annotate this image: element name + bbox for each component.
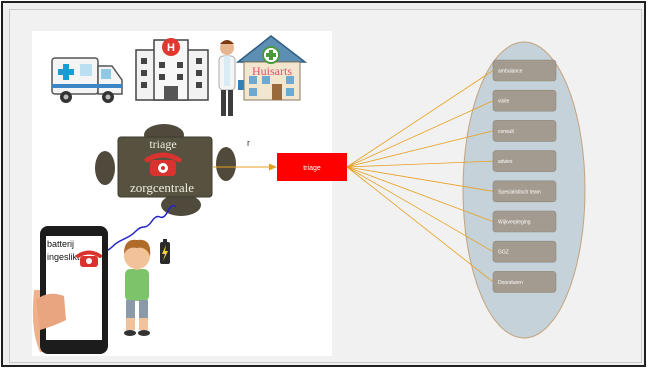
option-consult: consult bbox=[492, 120, 557, 142]
smartphone-in-hand: batterij ingeslikt bbox=[32, 226, 108, 354]
option-specialistisch-team: Specialistisch team bbox=[492, 180, 557, 203]
option-label: consult bbox=[498, 129, 514, 135]
telephone-icon bbox=[144, 152, 182, 176]
option-box bbox=[492, 59, 557, 82]
ambulance-icon bbox=[51, 57, 123, 103]
connectors bbox=[346, 70, 494, 283]
table-label-bottom: zorgcentrale bbox=[130, 180, 194, 195]
option-box bbox=[492, 210, 557, 233]
stray-mark: r bbox=[247, 138, 250, 148]
connector-line bbox=[346, 166, 494, 192]
option-doorsturen: Doorsturen bbox=[492, 271, 557, 293]
phone-text-line2: ingeslikt bbox=[47, 252, 80, 262]
option-label: Specialistisch team bbox=[498, 189, 541, 195]
triage-box-label: triage bbox=[303, 165, 321, 172]
doctor-icon bbox=[218, 40, 250, 116]
triage-box bbox=[277, 153, 347, 181]
option-box bbox=[492, 240, 557, 263]
option-label: Doorsturen bbox=[498, 280, 523, 286]
battery-icon bbox=[160, 239, 170, 264]
option-label: GGZ bbox=[498, 250, 509, 256]
option-ggz: GGZ bbox=[492, 240, 557, 263]
huisarts-house-icon: Huisarts bbox=[235, 35, 308, 101]
child-icon bbox=[124, 239, 151, 336]
option-box bbox=[492, 180, 557, 203]
hospital-icon: H bbox=[135, 38, 209, 101]
connector-line bbox=[346, 70, 494, 168]
connector-line bbox=[346, 160, 494, 168]
phone-text-line1: batterij bbox=[47, 239, 74, 249]
option-label: Wijkverpleging bbox=[498, 220, 531, 226]
connector-line bbox=[346, 166, 494, 253]
option-box bbox=[492, 150, 557, 172]
connector-line bbox=[346, 166, 494, 283]
triage-table: triage zorgcentrale bbox=[95, 124, 236, 216]
phone-telephone-icon bbox=[76, 250, 102, 267]
option-label: ambulance bbox=[498, 69, 523, 75]
option-box bbox=[492, 120, 557, 142]
connector-line bbox=[346, 166, 494, 222]
option-list: ambulance visite consult adviesSpecialistis… bbox=[492, 59, 557, 293]
option-visite: visite bbox=[492, 89, 557, 112]
option-label: visite bbox=[498, 99, 510, 105]
option-advies: advies bbox=[492, 150, 557, 172]
connector-line bbox=[346, 130, 494, 168]
connector-line bbox=[346, 100, 494, 168]
option-box bbox=[492, 271, 557, 293]
option-label: advies bbox=[498, 159, 513, 165]
huisarts-sign: Huisarts bbox=[252, 64, 292, 78]
arrow-to-triage bbox=[213, 163, 277, 171]
option-box bbox=[492, 89, 557, 112]
svg-text:H: H bbox=[167, 42, 175, 54]
table-label-top: triage bbox=[149, 137, 176, 151]
option-ambulance: ambulance bbox=[492, 59, 557, 82]
option-wijkverpleging: Wijkverpleging bbox=[492, 210, 557, 233]
